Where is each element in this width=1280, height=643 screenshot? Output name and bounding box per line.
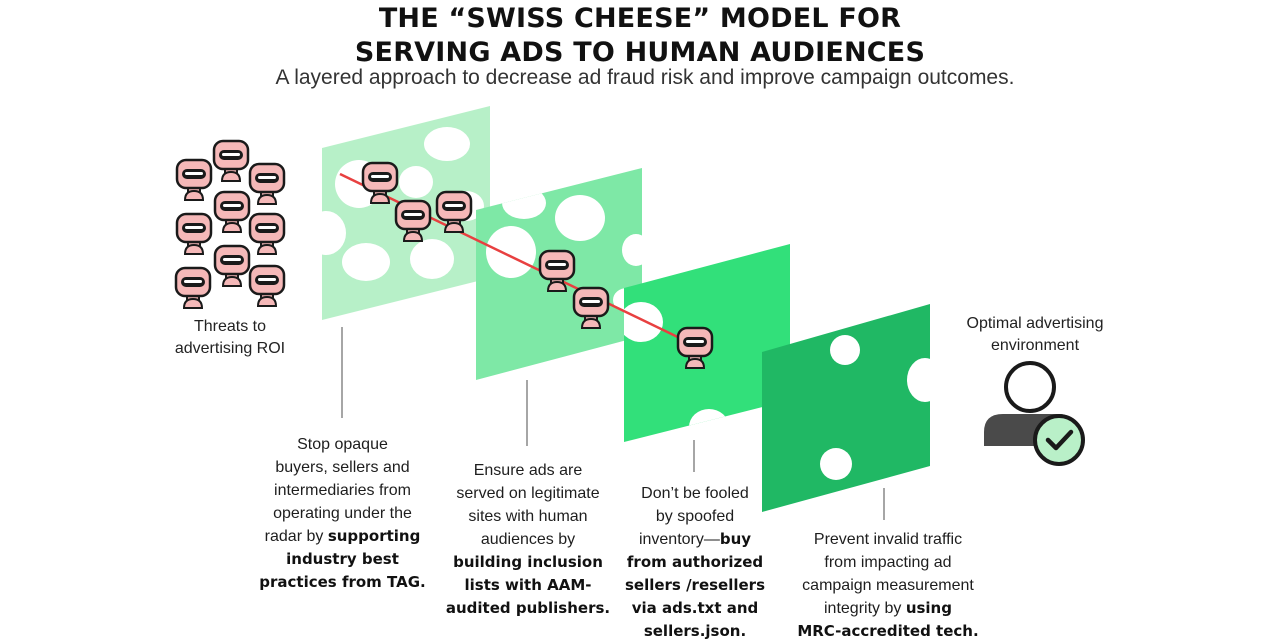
caption-text: inventory— (638, 531, 720, 548)
layer-2-caption: Ensure ads are served on legitimate site… (428, 459, 628, 620)
caption-line: inventory—buy (605, 528, 785, 551)
caption-line: Prevent invalid traffic (813, 531, 963, 548)
threat-robots-cluster (174, 139, 286, 310)
layer-1-caption: Stop opaque buyers, sellers and intermed… (240, 433, 445, 594)
caption-line: sites with human (468, 508, 588, 525)
caption-line: integrity by using (778, 597, 998, 620)
caption-line: Stop opaque (297, 436, 388, 453)
caption-line: audited publishers. (428, 597, 628, 620)
person-check-icon (984, 361, 1085, 466)
caption-line: MRC-accredited tech. (778, 620, 998, 643)
caption-bold-text: sellers.json. (643, 622, 747, 640)
caption-bold-text: practices from TAG. (259, 573, 426, 591)
caption-line: via ads.txt and (605, 597, 785, 620)
title-line-1: THE “SWISS CHEESE” MODEL FOR (378, 3, 902, 34)
caption-line: served on legitimate (456, 485, 600, 502)
caption-line: lists with AAM- (428, 574, 628, 597)
caption-bold-text: lists with AAM- (464, 576, 592, 594)
caption-line: building inclusion (428, 551, 628, 574)
caption-bold-text: buy (719, 530, 752, 548)
caption-line: buyers, sellers and (275, 459, 410, 476)
caption-line: from impacting ad (824, 554, 952, 571)
robot-icon (213, 190, 251, 234)
caption-bold-text: audited publishers. (445, 599, 611, 617)
robot-icon (248, 264, 286, 308)
caption-bold-text: via ads.txt and (631, 599, 759, 617)
layer-3-caption: Don’t be fooled by spoofed inventory—buy… (605, 482, 785, 643)
caption-line: campaign measurement (802, 577, 974, 594)
subtitle: A layered approach to decrease ad fraud … (275, 66, 1015, 89)
robot-icon (212, 139, 250, 183)
caption-line: radar by supporting (240, 525, 445, 548)
robot-icon (248, 212, 286, 256)
robot-icon (175, 158, 213, 202)
caption-bold-text: industry best (286, 550, 399, 568)
caption-line: Don’t be fooled (641, 485, 749, 502)
caption-line: practices from TAG. (240, 571, 445, 594)
caption-bold-text: building inclusion (453, 553, 603, 571)
optimal-environment-label: Optimal advertising environment (945, 313, 1125, 357)
caption-line: audiences by (480, 531, 576, 548)
caption-line: by spoofed (655, 508, 735, 525)
caption-line: industry best (240, 548, 445, 571)
threat-path-line (339, 172, 689, 344)
caption-bold-text: using (905, 599, 952, 617)
caption-bold-text: from authorized (626, 553, 764, 571)
threats-label-line-2: advertising ROI (174, 340, 286, 357)
caption-line: sellers /resellers (605, 574, 785, 597)
robot-icon (213, 244, 251, 288)
caption-line: intermediaries from (274, 482, 411, 499)
caption-bold-text: MRC-accredited tech. (797, 622, 979, 640)
caption-line: Ensure ads are (473, 462, 583, 479)
threats-label: Threats to advertising ROI (150, 316, 310, 360)
optimal-label-line-2: environment (990, 337, 1080, 354)
robot-icon (248, 162, 286, 206)
caption-line: operating under the (273, 505, 412, 522)
caption-line: sellers.json. (605, 620, 785, 643)
threats-label-line-1: Threats to (193, 318, 267, 335)
title-line-2: SERVING ADS TO HUMAN AUDIENCES (354, 37, 926, 68)
caption-bold-text: supporting (327, 527, 421, 545)
optimal-label-line-1: Optimal advertising (966, 315, 1104, 332)
caption-text: integrity by (824, 600, 906, 617)
layer-4-caption: Prevent invalid traffic from impacting a… (778, 528, 998, 643)
robot-icon (175, 212, 213, 256)
caption-bold-text: sellers /resellers (624, 576, 766, 594)
caption-text: radar by (264, 528, 328, 545)
caption-line: from authorized (605, 551, 785, 574)
cheese-layer-4 (762, 304, 930, 512)
robot-icon (174, 266, 212, 310)
